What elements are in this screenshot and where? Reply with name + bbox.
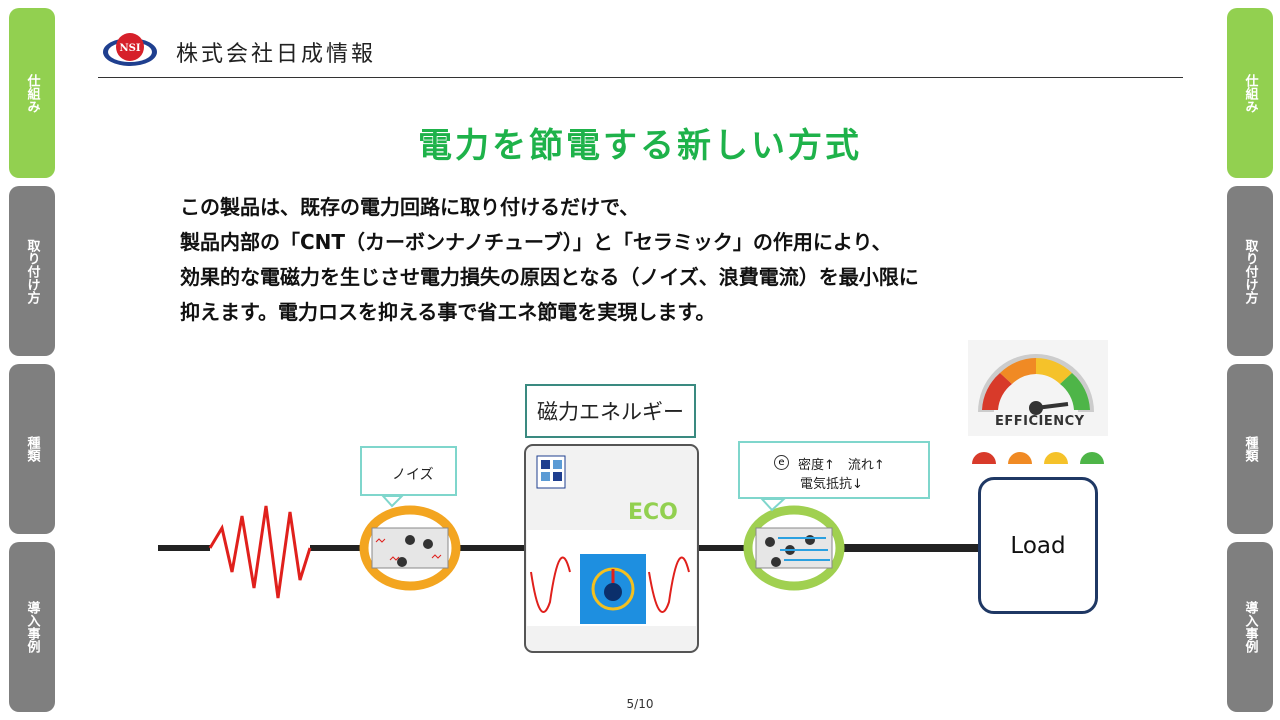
tab-types-right[interactable]: 種類 [1227, 364, 1273, 534]
description-line: 効果的な電磁力を生じさせ電力損失の原因となる（ノイズ、浪費電流）を最小限に [180, 265, 919, 289]
electron-icon [405, 535, 415, 545]
tab-mechanism-left[interactable]: 仕組み [9, 8, 55, 178]
electron-icon [771, 557, 781, 567]
page-number: 5/10 [626, 697, 654, 711]
electron-icon [423, 539, 433, 549]
tab-label: 取り付け方 [1242, 238, 1258, 304]
company-name: 株式会社日成情報 [176, 42, 377, 67]
tab-installation-right[interactable]: 取り付け方 [1227, 186, 1273, 356]
tab-types-left[interactable]: 種類 [9, 364, 55, 534]
energy-saving-diagram: ノイズ 磁力エネルギー e 密度↑ 流れ↑ 電気抵抗↓ ECO EFFICIEN… [150, 340, 1130, 670]
header: NSI 株式会社日成情報 [98, 28, 1183, 78]
eco-device [524, 444, 699, 653]
electron-icon: e [774, 455, 789, 470]
tab-label: 仕組み [24, 73, 40, 113]
wave-left [530, 556, 571, 613]
description: この製品は、既存の電力回路に取り付けるだけで、 製品内部の「CNT（カーボンナノ… [180, 190, 1130, 330]
density-line2: 電気抵抗↓ [800, 477, 863, 492]
eco-label: ECO [628, 500, 678, 525]
description-line: この製品は、既存の電力回路に取り付けるだけで、 [180, 195, 640, 219]
tab-label: 導入事例 [1242, 601, 1258, 653]
tab-label: 取り付け方 [24, 238, 40, 304]
magnetic-energy-label: 磁力エネルギー [525, 384, 696, 438]
tab-installation-left[interactable]: 取り付け方 [9, 186, 55, 356]
density-callout: e 密度↑ 流れ↑ 電気抵抗↓ [738, 441, 930, 499]
mini-gauge-icons [972, 452, 1104, 464]
load-box: Load [978, 477, 1098, 614]
tab-cases-right[interactable]: 導入事例 [1227, 542, 1273, 712]
company-logo: NSI [103, 33, 157, 66]
noise-callout: ノイズ [360, 446, 457, 496]
noise-wave [208, 505, 312, 599]
electron-icon [397, 557, 407, 567]
electron-icon [805, 535, 815, 545]
description-line: 製品内部の「CNT（カーボンナノチューブ）」と「セラミック」の作用により、 [180, 230, 892, 254]
efficiency-label: EFFICIENCY [995, 414, 1085, 429]
tab-cases-left[interactable]: 導入事例 [9, 542, 55, 712]
particle-icon [604, 583, 622, 601]
tab-label: 導入事例 [24, 601, 40, 653]
noisy-wire-ring [359, 505, 461, 591]
noise-label: ノイズ [392, 467, 434, 483]
efficient-wire-ring [743, 505, 845, 591]
left-nav: 仕組み 取り付け方 種類 導入事例 [9, 8, 55, 712]
tab-mechanism-right[interactable]: 仕組み [1227, 8, 1273, 178]
description-line: 抑えます。電力ロスを抑える事で省エネ節電を実現します。 [180, 300, 716, 324]
right-nav: 仕組み 取り付け方 種類 導入事例 [1227, 8, 1273, 712]
logo-text: NSI [119, 43, 140, 54]
wave-right [648, 556, 690, 613]
diagram-graphics [158, 340, 1108, 653]
tab-label: 仕組み [1242, 73, 1258, 113]
tab-label: 種類 [1242, 436, 1258, 462]
density-line1: 密度↑ 流れ↑ [798, 458, 885, 473]
electron-icon [765, 537, 775, 547]
tab-label: 種類 [24, 436, 40, 462]
efficiency-gauge-icon [968, 340, 1108, 436]
page-title: 電力を節電する新しい方式 [418, 126, 862, 166]
